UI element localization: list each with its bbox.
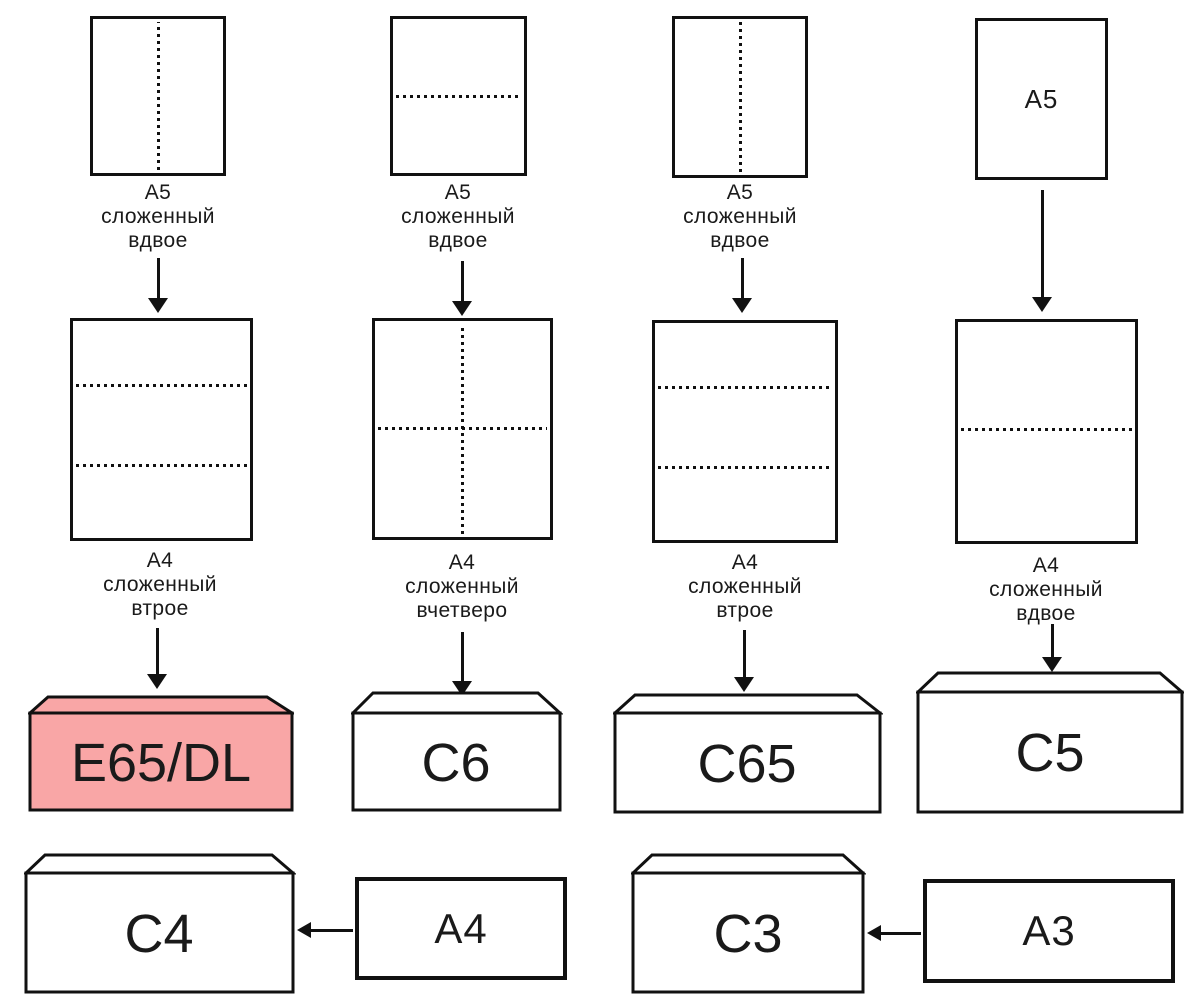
envelope-front-face (916, 690, 1184, 814)
envelope-front-face (24, 871, 295, 994)
sheet-a4-col1 (70, 318, 253, 541)
envelope-e65dl-label: E65/DL (71, 733, 251, 793)
fold-line-horizontal (76, 464, 247, 468)
fold-line-horizontal (76, 383, 247, 387)
sheet-a5-col4: A5 (975, 18, 1108, 180)
envelope-top-face (916, 671, 1184, 694)
envelope-front-face (631, 871, 865, 994)
sheet-a5-col3-label: A5 сложенный вдвое (683, 181, 797, 252)
arrow-head (148, 298, 168, 313)
arrow-shaft (155, 628, 159, 678)
arrow-down-icon (452, 261, 472, 316)
envelope-c6-label: C6 (421, 733, 490, 793)
sheet-a3-source-label: A3 (1022, 907, 1076, 954)
arrow-head (1032, 297, 1052, 312)
arrow-head (867, 925, 881, 941)
fold-line-vertical (156, 22, 160, 170)
fold-line-vertical (738, 22, 742, 172)
fold-line-horizontal (378, 426, 547, 430)
envelope-front-face (28, 711, 294, 812)
arrow-head (147, 674, 167, 689)
envelope-top-face (351, 691, 563, 715)
envelope-top-face (613, 693, 883, 715)
fold-line-horizontal (961, 428, 1132, 432)
sheet-a3-source: A3 (923, 879, 1175, 983)
envelope-c5: C5 (916, 671, 1184, 814)
arrow-head (297, 922, 311, 938)
arrow-shaft (742, 630, 746, 681)
sheet-a4-source-label: A4 (434, 904, 488, 952)
envelope-c6: C6 (351, 691, 563, 812)
sheet-a4-source: A4 (355, 877, 567, 980)
arrow-shaft (877, 931, 921, 935)
arrow-head (452, 301, 472, 316)
arrow-shaft (1040, 190, 1044, 301)
sheet-a5-col2-label: A5 сложенный вдвое (401, 181, 515, 252)
arrow-down-icon (1042, 624, 1062, 672)
sheet-a4-col4-label: A4 сложенный вдвое (989, 554, 1103, 625)
arrow-down-icon (734, 630, 754, 692)
envelope-c3-label: C3 (713, 904, 782, 964)
arrow-shaft (307, 928, 353, 932)
envelope-top-face (28, 695, 294, 715)
fold-line-horizontal (658, 385, 832, 389)
arrow-left-icon (297, 922, 353, 938)
sheet-a5-col2 (390, 16, 527, 176)
sheet-a4-col1-label: A4 сложенный втрое (103, 549, 217, 620)
sheet-a4-col2 (372, 318, 553, 540)
envelope-top-face (631, 853, 866, 875)
arrow-head (732, 298, 752, 313)
sheet-a5-col3 (672, 16, 808, 178)
arrow-shaft (156, 258, 160, 302)
arrow-down-icon (148, 258, 168, 313)
sheet-a4-col3-label: A4 сложенный втрое (688, 551, 802, 622)
arrow-shaft (740, 258, 744, 302)
envelope-c4-label: C4 (124, 904, 193, 964)
envelope-front-face (351, 711, 562, 812)
sheet-a4-col3 (652, 320, 838, 543)
sheet-a4-col2-label: A4 сложенный вчетверо (405, 551, 519, 622)
envelope-c3: C3 (631, 853, 866, 994)
fold-line-horizontal (396, 94, 521, 98)
sheet-a5-col4-code: A5 (1024, 83, 1059, 114)
sheet-a5-col1 (90, 16, 226, 176)
arrow-down-icon (1032, 190, 1052, 312)
arrow-down-icon (147, 628, 167, 689)
arrow-down-icon (732, 258, 752, 313)
envelope-c4: C4 (24, 853, 296, 994)
arrow-head (1042, 657, 1062, 672)
envelope-e65dl: E65/DL (28, 695, 294, 812)
sheet-a5-col1-label: A5 сложенный вдвое (101, 181, 215, 252)
envelope-front-face (613, 711, 882, 814)
arrow-left-icon (867, 925, 921, 941)
envelope-top-face (24, 853, 296, 875)
arrow-down-icon (452, 632, 472, 696)
arrow-head (734, 677, 754, 692)
arrow-shaft (460, 632, 464, 685)
sheet-a4-col4 (955, 319, 1138, 544)
arrow-shaft (1050, 624, 1054, 661)
envelope-c65: C65 (613, 693, 883, 814)
envelope-c65-label: C65 (697, 734, 796, 794)
arrow-shaft (460, 261, 464, 305)
envelope-c5-label: C5 (1015, 723, 1084, 783)
fold-line-horizontal (658, 466, 832, 470)
